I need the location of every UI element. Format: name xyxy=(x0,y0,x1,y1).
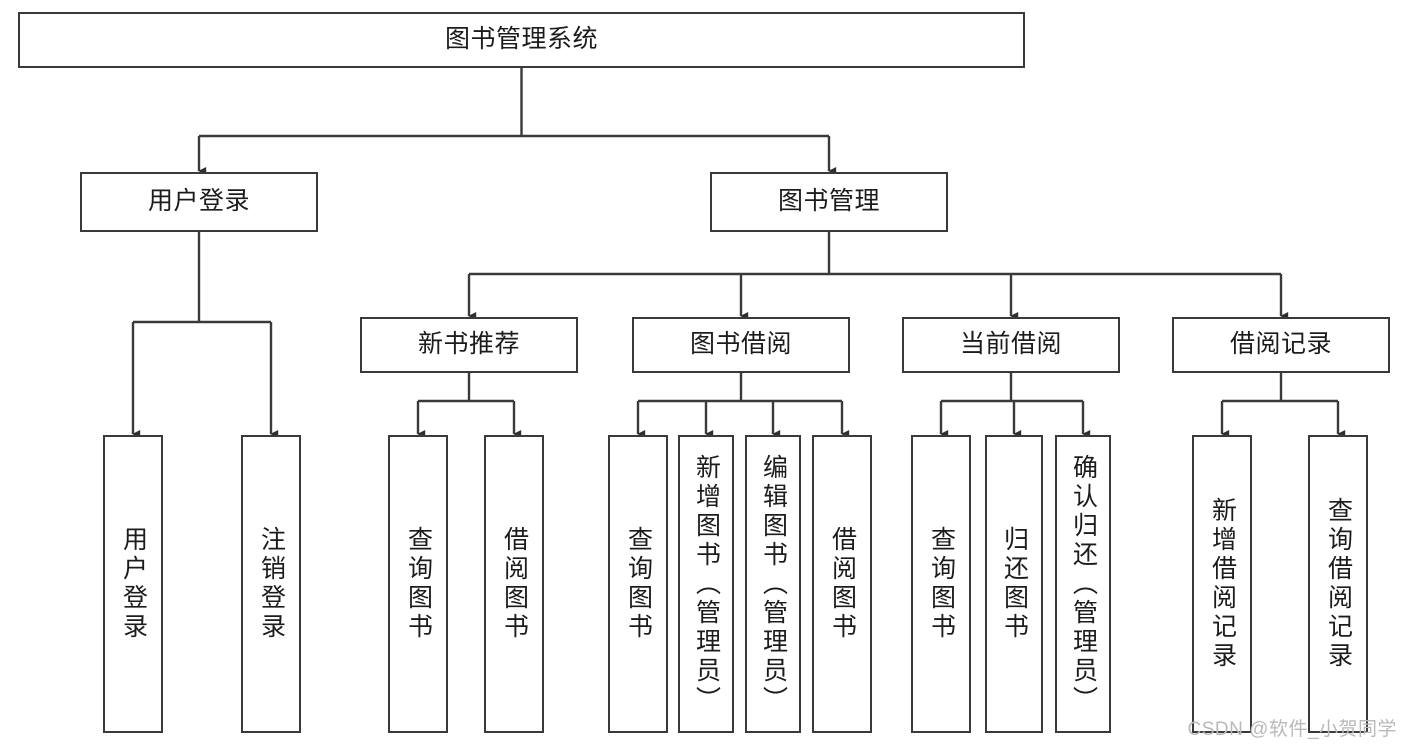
node-leaf-user-login-label: 用户登录 xyxy=(119,526,148,642)
csdn-watermark: CSDN @软件_小贺同学 xyxy=(1187,719,1397,740)
node-current-borrow-label: 当前借阅 xyxy=(959,330,1062,359)
node-leaf-edit-book-admin-label: 编辑图书（管理员） xyxy=(759,453,788,715)
node-leaf-query-book-borrow[interactable]: 查询图书 xyxy=(608,435,668,733)
node-leaf-edit-book-admin[interactable]: 编辑图书（管理员） xyxy=(745,435,801,733)
node-book-management-label: 图书管理 xyxy=(777,187,880,216)
node-leaf-add-book-admin[interactable]: 新增图书（管理员） xyxy=(678,435,734,733)
node-borrow-records[interactable]: 借阅记录 xyxy=(1172,317,1390,373)
node-borrow-records-label: 借阅记录 xyxy=(1229,330,1332,359)
node-leaf-borrow-book-rec-label: 借阅图书 xyxy=(500,526,529,642)
node-root-label: 图书管理系统 xyxy=(444,25,598,54)
node-leaf-user-login[interactable]: 用户登录 xyxy=(103,435,163,733)
node-leaf-confirm-return-admin-label: 确认归还（管理员） xyxy=(1069,453,1098,715)
node-leaf-query-book-current[interactable]: 查询图书 xyxy=(911,435,971,733)
node-leaf-query-book-current-label: 查询图书 xyxy=(927,526,956,642)
node-leaf-query-book-rec-label: 查询图书 xyxy=(404,526,433,642)
node-root[interactable]: 图书管理系统 xyxy=(18,12,1025,68)
node-leaf-query-book-rec[interactable]: 查询图书 xyxy=(388,435,448,733)
node-leaf-borrow-book[interactable]: 借阅图书 xyxy=(812,435,872,733)
node-leaf-return-book[interactable]: 归还图书 xyxy=(985,435,1043,733)
node-book-management[interactable]: 图书管理 xyxy=(710,172,948,232)
node-leaf-query-book-borrow-label: 查询图书 xyxy=(624,526,653,642)
node-user-login[interactable]: 用户登录 xyxy=(80,172,318,232)
node-new-book-recommend[interactable]: 新书推荐 xyxy=(360,317,578,373)
node-leaf-add-book-admin-label: 新增图书（管理员） xyxy=(692,453,721,715)
node-book-borrow-label: 图书借阅 xyxy=(689,330,792,359)
node-current-borrow[interactable]: 当前借阅 xyxy=(902,317,1120,373)
node-leaf-borrow-book-label: 借阅图书 xyxy=(828,526,857,642)
node-leaf-add-borrow-record[interactable]: 新增借阅记录 xyxy=(1192,435,1252,733)
node-leaf-logout-login-label: 注销登录 xyxy=(257,526,286,642)
node-leaf-return-book-label: 归还图书 xyxy=(1000,526,1029,642)
node-leaf-borrow-book-rec[interactable]: 借阅图书 xyxy=(484,435,544,733)
node-leaf-query-borrow-record[interactable]: 查询借阅记录 xyxy=(1308,435,1368,733)
node-leaf-confirm-return-admin[interactable]: 确认归还（管理员） xyxy=(1055,435,1111,733)
node-leaf-logout-login[interactable]: 注销登录 xyxy=(241,435,301,733)
node-book-borrow[interactable]: 图书借阅 xyxy=(632,317,850,373)
node-user-login-label: 用户登录 xyxy=(147,187,250,216)
node-leaf-query-borrow-record-label: 查询借阅记录 xyxy=(1324,497,1353,671)
node-leaf-add-borrow-record-label: 新增借阅记录 xyxy=(1208,497,1237,671)
node-new-book-recommend-label: 新书推荐 xyxy=(417,330,520,359)
